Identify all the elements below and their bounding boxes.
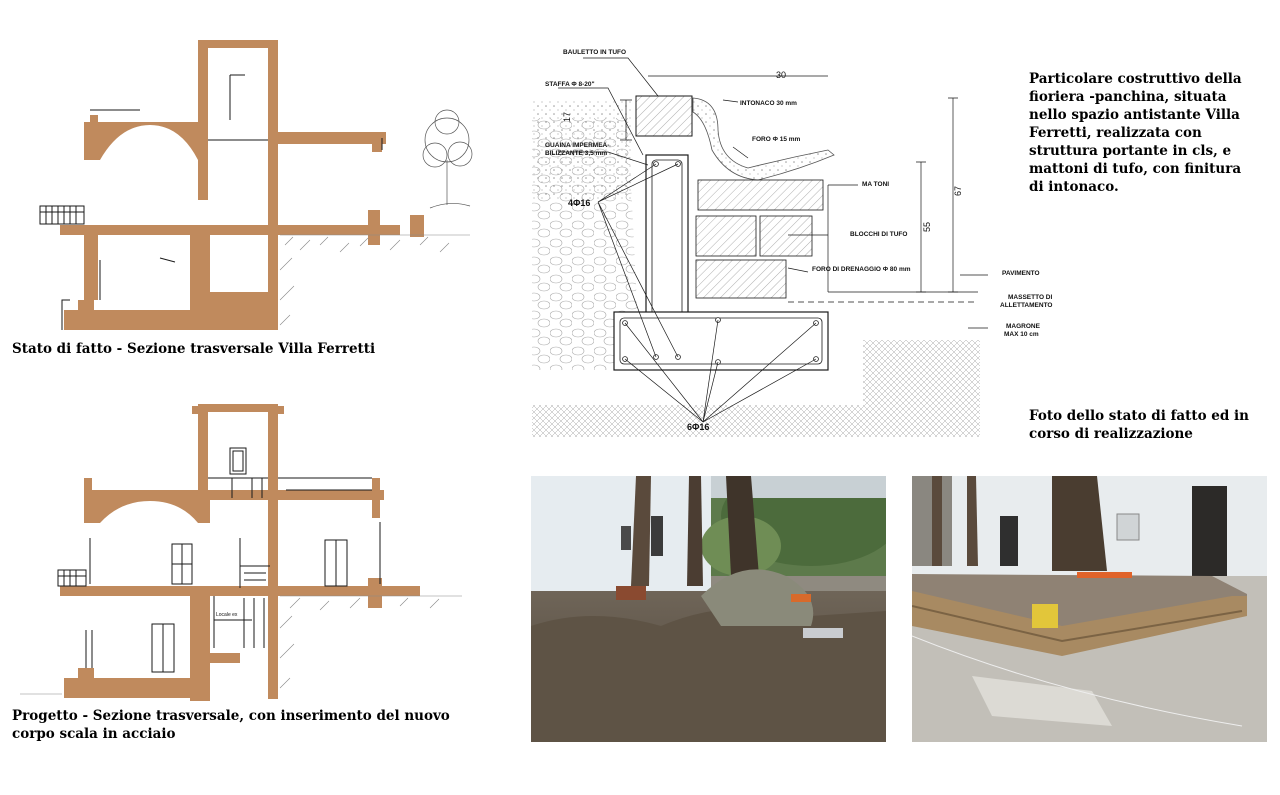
- section-progetto: [20, 404, 462, 701]
- label-mattoni: MA TONI: [862, 181, 890, 188]
- label-magrone-2: MAX 10 cm: [1004, 331, 1039, 338]
- caption-line: struttura portante in cls, e: [1029, 143, 1232, 159]
- label-staffa: STAFFA Φ 8-20": [545, 81, 595, 88]
- construction-detail-drawing: [532, 57, 988, 437]
- ground-hatch: [532, 405, 980, 437]
- label-dim-67: 67: [953, 185, 964, 197]
- section-stato-di-fatto: [39, 40, 473, 330]
- caption-stato-di-fatto: Stato di fatto - Sezione trasversale Vil…: [12, 341, 376, 357]
- caption-line: Foto dello stato di fatto ed in: [1029, 408, 1249, 424]
- label-pavimento: PAVIMENTO: [1002, 270, 1040, 277]
- section-walls: [60, 404, 420, 701]
- section-lines: [57, 447, 381, 673]
- caption-line: fioriera -panchina, situata: [1029, 89, 1227, 105]
- ground-hatch: [279, 234, 470, 326]
- label-intonaco: INTONACO 30 mm: [740, 100, 797, 107]
- label-dim-17: 17: [562, 111, 573, 123]
- caption-line: corso di realizzazione: [1029, 426, 1193, 442]
- label-guaina-2: BILIZZANTE 3,5 mm: [545, 150, 608, 157]
- leader-lines: [558, 57, 988, 423]
- label-massetto-2: ALLETTAMENTO: [1000, 302, 1053, 309]
- label-foro: FORO Φ 15 mm: [752, 136, 801, 143]
- tufo-block-row2b: [759, 215, 813, 257]
- label-rebar-6: 6Φ16: [687, 422, 710, 432]
- photo-in-corso: [912, 476, 1267, 742]
- label-guaina-1: GUAINA IMPERMEA-: [545, 142, 610, 149]
- label-rebar-4: 4Φ16: [568, 198, 591, 208]
- caption-line: Ferretti, realizzata con: [1029, 125, 1202, 141]
- caption-line: di intonaco.: [1029, 179, 1119, 195]
- label-dim-top: 30: [776, 70, 787, 80]
- caption-progetto-line1: Progetto - Sezione trasversale, con inse…: [12, 708, 450, 724]
- tufo-block-row2a: [695, 215, 757, 257]
- caption-line: mattoni di tufo, con finitura: [1029, 161, 1242, 177]
- tree-icon: [422, 109, 473, 209]
- label-massetto-1: MASSETTO DI: [1008, 294, 1053, 301]
- label-blocchi: BLOCCHI DI TUFO: [850, 231, 908, 238]
- tufo-block-row3: [695, 259, 787, 299]
- photo-stato-di-fatto: [531, 476, 886, 742]
- section-lines: [39, 74, 383, 330]
- stirrup-footing: [619, 317, 823, 365]
- locale-label: Locale ex: [216, 612, 238, 618]
- label-bauletto: BAULETTO IN TUFO: [563, 49, 627, 56]
- caption-progetto-line2: corpo scala in acciaio: [12, 726, 176, 742]
- caption-line: nello spazio antistante Villa: [1029, 107, 1240, 123]
- label-foro-drenaggio: FORO DI DRENAGGIO Φ 80 mm: [812, 266, 911, 273]
- soil-dots: [532, 100, 632, 200]
- tufo-block-row1: [697, 179, 824, 211]
- bauletto-block: [635, 95, 693, 137]
- intonaco-layer: [692, 97, 835, 181]
- label-dim-55: 55: [922, 221, 933, 233]
- caption-line: Particolare costruttivo della: [1029, 71, 1242, 87]
- label-magrone-1: MAGRONE: [1006, 323, 1040, 330]
- ground-hatch: [20, 595, 462, 695]
- caption-foto: Foto dello stato di fatto ed in corso di…: [1029, 407, 1269, 443]
- caption-particolare: Particolare costruttivo della fioriera -…: [1029, 70, 1269, 196]
- magrone-hatch: [863, 340, 980, 405]
- section-walls: [60, 40, 424, 330]
